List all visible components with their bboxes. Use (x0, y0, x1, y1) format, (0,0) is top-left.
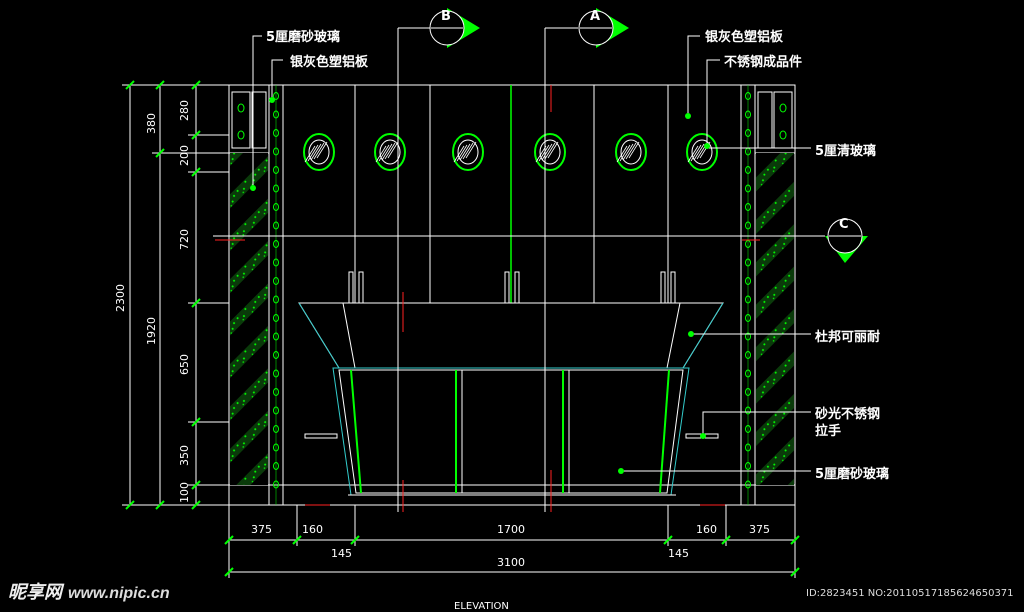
annotation-frosted-glass-top: 5厘磨砂玻璃 (266, 30, 341, 45)
watermark-url: www.nipic.cn (68, 585, 170, 602)
dim-720: 720 (178, 229, 191, 250)
dim-145-right: 145 (668, 547, 689, 560)
porthole (374, 133, 406, 171)
porthole-windows (303, 133, 718, 171)
section-marker-c (825, 218, 868, 263)
annotation-corian: 杜邦可丽耐 (815, 330, 881, 345)
porthole (303, 133, 335, 171)
vertical-dimension-ticks (125, 80, 201, 510)
dim-200: 200 (178, 145, 191, 166)
porthole (686, 133, 718, 171)
counter (298, 302, 724, 496)
dim-1700: 1700 (497, 523, 525, 536)
dim-375-left: 375 (251, 523, 272, 536)
section-marker-c-letter: C (839, 217, 849, 232)
annotation-handle-line2: 拉手 (815, 424, 842, 439)
dim-375-right: 375 (749, 523, 770, 536)
section-marker-b (429, 8, 480, 48)
section-marker-a-letter: A (590, 9, 601, 24)
horizontal-dimension-ticks (224, 535, 800, 577)
watermark-brand: 昵享网 (8, 582, 62, 602)
porthole (452, 133, 484, 171)
dim-2300: 2300 (114, 284, 127, 312)
section-marker-b-letter: B (441, 9, 451, 24)
porthole (534, 133, 566, 171)
drawing-title: ELEVATION (454, 601, 509, 612)
section-marker-a (578, 8, 629, 48)
counter-posts (348, 271, 676, 304)
red-center-marks (215, 85, 760, 512)
dim-280: 280 (178, 100, 191, 121)
annotation-aluminum-left: 银灰色塑铝板 (290, 55, 369, 70)
dim-160-left: 160 (302, 523, 323, 536)
annotation-stainless-part: 不锈钢成品件 (724, 55, 803, 70)
dim-380: 380 (145, 113, 158, 134)
frosted-glass-panels (230, 153, 794, 485)
watermark: 昵享网 www.nipic.cn (8, 578, 170, 604)
annotation-clear-glass: 5厘清玻璃 (815, 144, 877, 159)
outer-frame (228, 84, 796, 506)
section-lines (213, 27, 825, 512)
annotation-handle-line1: 砂光不锈钢 (815, 407, 881, 422)
horizontal-dimensions (228, 505, 796, 578)
leader-lines (252, 35, 811, 472)
dim-100: 100 (178, 482, 191, 503)
dim-350: 350 (178, 445, 191, 466)
dim-650: 650 (178, 354, 191, 375)
annotation-aluminum-right: 银灰色塑铝板 (705, 30, 784, 45)
dim-1920: 1920 (145, 317, 158, 345)
annotation-frosted-glass-bottom: 5厘磨砂玻璃 (815, 467, 890, 482)
top-side-frames (231, 91, 793, 149)
image-id: ID:2823451 NO:20110517185624650371 (806, 588, 1014, 599)
green-accent-lines (275, 85, 749, 505)
dim-145-left: 145 (331, 547, 352, 560)
bolt-columns (273, 92, 751, 489)
dim-3100: 3100 (497, 556, 525, 569)
vertical-dimensions (122, 84, 229, 506)
leader-dots (250, 97, 710, 474)
dim-160-right: 160 (696, 523, 717, 536)
porthole (615, 133, 647, 171)
